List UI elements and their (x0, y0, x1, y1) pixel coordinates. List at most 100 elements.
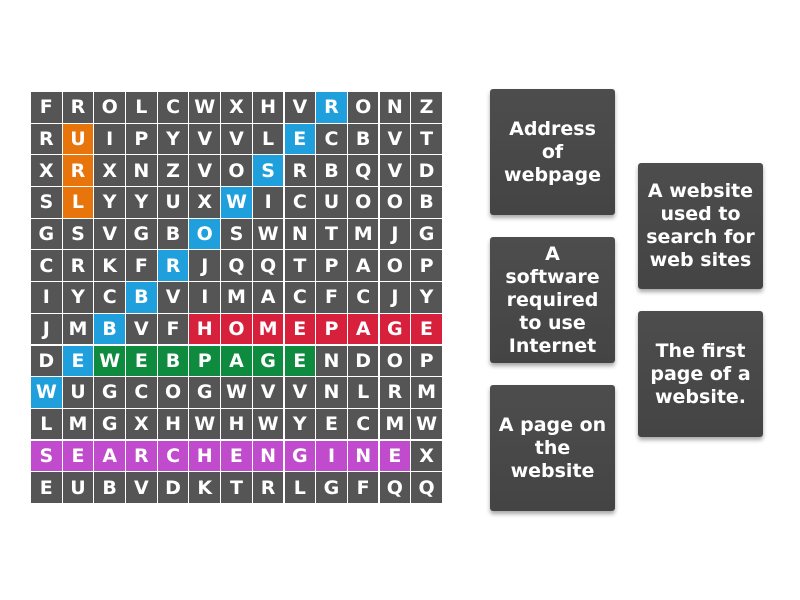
grid-cell[interactable]: R (31, 123, 62, 155)
grid-cell[interactable]: W (411, 408, 442, 440)
grid-cell[interactable]: Q (221, 250, 252, 282)
grid-cell[interactable]: E (411, 313, 442, 345)
grid-cell[interactable]: P (316, 313, 347, 345)
grid-cell[interactable]: L (284, 472, 316, 503)
grid-cell[interactable]: E (284, 313, 316, 345)
grid-cell[interactable]: U (62, 472, 94, 503)
grid-cell[interactable]: W (221, 187, 252, 218)
grid-cell[interactable]: Q (347, 155, 379, 186)
grid-cell[interactable]: N (316, 345, 347, 377)
grid-cell[interactable]: O (189, 218, 221, 250)
grid-cell[interactable]: U (62, 123, 94, 155)
grid-cell[interactable]: I (316, 440, 347, 472)
grid-cell[interactable]: C (284, 282, 316, 313)
grid-cell[interactable]: M (221, 282, 252, 313)
grid-cell[interactable]: Q (411, 472, 442, 503)
grid-cell[interactable]: J (31, 313, 62, 345)
clue-card[interactable]: A software required to use Internet (490, 237, 615, 363)
grid-cell[interactable]: W (94, 345, 125, 377)
grid-cell[interactable]: W (252, 218, 284, 250)
grid-cell[interactable]: U (157, 187, 189, 218)
grid-cell[interactable]: N (252, 440, 284, 472)
grid-cell[interactable]: H (189, 440, 221, 472)
grid-cell[interactable]: D (31, 345, 62, 377)
grid-cell[interactable]: Y (62, 282, 94, 313)
grid-cell[interactable]: E (316, 408, 347, 440)
grid-cell[interactable]: H (221, 408, 252, 440)
grid-cell[interactable]: E (126, 345, 157, 377)
grid-cell[interactable]: S (221, 218, 252, 250)
grid-cell[interactable]: J (379, 218, 411, 250)
grid-cell[interactable]: F (126, 250, 157, 282)
grid-cell[interactable]: E (379, 440, 411, 472)
grid-cell[interactable]: C (126, 377, 157, 408)
grid-cell[interactable]: L (62, 187, 94, 218)
grid-cell[interactable]: U (62, 377, 94, 408)
grid-cell[interactable]: R (62, 155, 94, 186)
grid-cell[interactable]: R (379, 377, 411, 408)
grid-cell[interactable]: Y (94, 187, 125, 218)
grid-cell[interactable]: L (126, 92, 157, 123)
grid-cell[interactable]: S (62, 218, 94, 250)
grid-cell[interactable]: O (379, 250, 411, 282)
grid-cell[interactable]: F (316, 282, 347, 313)
grid-cell[interactable]: M (62, 408, 94, 440)
grid-cell[interactable]: T (316, 218, 347, 250)
grid-cell[interactable]: N (316, 377, 347, 408)
grid-cell[interactable]: G (126, 218, 157, 250)
grid-cell[interactable]: E (284, 123, 316, 155)
grid-cell[interactable]: U (316, 187, 347, 218)
grid-cell[interactable]: O (157, 377, 189, 408)
grid-cell[interactable]: X (221, 92, 252, 123)
clue-card[interactable]: A website used to search for web sites (638, 163, 763, 289)
grid-cell[interactable]: L (31, 408, 62, 440)
grid-cell[interactable]: S (31, 187, 62, 218)
grid-cell[interactable]: Y (284, 408, 316, 440)
grid-cell[interactable]: X (31, 155, 62, 186)
grid-cell[interactable]: Y (411, 282, 442, 313)
grid-cell[interactable]: P (316, 250, 347, 282)
grid-cell[interactable]: P (411, 250, 442, 282)
grid-cell[interactable]: V (189, 155, 221, 186)
grid-cell[interactable]: G (31, 218, 62, 250)
grid-cell[interactable]: V (284, 92, 316, 123)
grid-cell[interactable]: O (221, 313, 252, 345)
grid-cell[interactable]: R (284, 155, 316, 186)
grid-cell[interactable]: Z (411, 92, 442, 123)
grid-cell[interactable]: B (316, 155, 347, 186)
grid-cell[interactable]: C (316, 123, 347, 155)
grid-cell[interactable]: S (31, 440, 62, 472)
grid-cell[interactable]: A (94, 440, 125, 472)
grid-cell[interactable]: F (347, 472, 379, 503)
grid-cell[interactable]: W (189, 408, 221, 440)
clue-card[interactable]: A page on the website (490, 385, 615, 511)
grid-cell[interactable]: E (221, 440, 252, 472)
grid-cell[interactable]: X (126, 408, 157, 440)
grid-cell[interactable]: S (252, 155, 284, 186)
grid-cell[interactable]: V (284, 377, 316, 408)
grid-cell[interactable]: R (62, 250, 94, 282)
grid-cell[interactable]: G (252, 345, 284, 377)
grid-cell[interactable]: R (316, 92, 347, 123)
grid-cell[interactable]: J (189, 250, 221, 282)
grid-cell[interactable]: V (126, 313, 157, 345)
grid-cell[interactable]: E (62, 345, 94, 377)
grid-cell[interactable]: R (126, 440, 157, 472)
grid-cell[interactable]: P (126, 123, 157, 155)
grid-cell[interactable]: V (252, 377, 284, 408)
grid-cell[interactable]: A (347, 250, 379, 282)
grid-cell[interactable]: V (379, 123, 411, 155)
grid-cell[interactable]: Y (157, 123, 189, 155)
grid-cell[interactable]: B (126, 282, 157, 313)
grid-cell[interactable]: W (252, 408, 284, 440)
grid-cell[interactable]: G (316, 472, 347, 503)
grid-cell[interactable]: E (284, 345, 316, 377)
grid-cell[interactable]: M (62, 313, 94, 345)
grid-cell[interactable]: B (157, 218, 189, 250)
grid-cell[interactable]: V (94, 218, 125, 250)
grid-cell[interactable]: R (157, 250, 189, 282)
grid-cell[interactable]: L (252, 123, 284, 155)
grid-cell[interactable]: C (31, 250, 62, 282)
grid-cell[interactable]: G (94, 408, 125, 440)
grid-cell[interactable]: X (189, 187, 221, 218)
